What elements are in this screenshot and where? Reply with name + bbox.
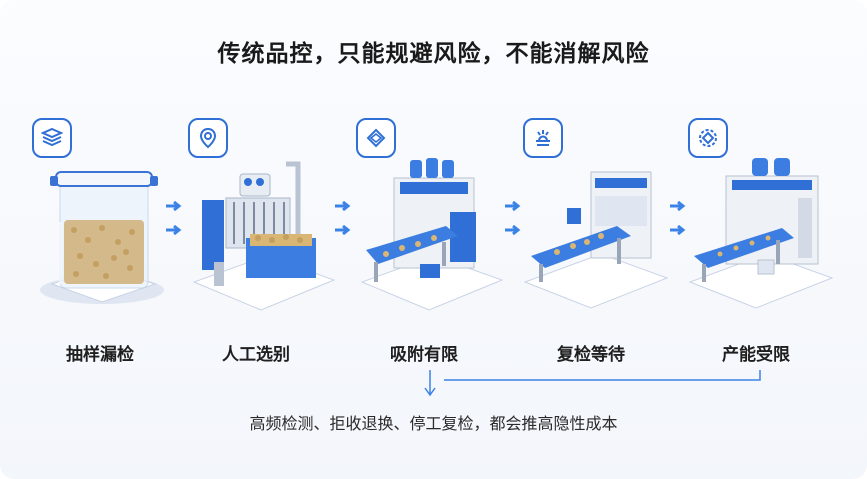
adsorption-machine-illustration <box>360 158 504 311</box>
flow-arrows <box>333 200 353 240</box>
step-manual-sorting: 人工选别 <box>186 112 336 372</box>
location-pin-icon <box>188 118 228 158</box>
inspect-tray-icon <box>523 118 563 158</box>
step-recheck-wait: 复检等待 <box>521 112 669 372</box>
grain-container-illustration <box>40 171 164 304</box>
sorting-machine-illustration <box>192 161 336 311</box>
layers-diamond-icon <box>356 118 396 158</box>
recheck-conveyor-illustration <box>523 171 669 309</box>
gear-diamond-icon <box>688 118 728 158</box>
step-label: 产能受限 <box>722 345 790 365</box>
step-label: 吸附有限 <box>390 345 458 365</box>
stack-icon <box>32 118 72 158</box>
step-capacity-limited: 产能受限 <box>686 112 834 372</box>
page-title: 传统品控，只能规避风险，不能消解风险 <box>217 41 650 67</box>
step-sampling: 抽样漏检 <box>30 112 170 372</box>
step-label: 抽样漏检 <box>66 345 134 365</box>
flow-arrows <box>164 200 184 240</box>
production-line-illustration <box>688 158 834 309</box>
step-adsorption: 吸附有限 <box>354 112 504 372</box>
step-label: 复检等待 <box>557 345 625 365</box>
flow-arrows <box>503 200 523 240</box>
flow-arrows <box>668 200 688 240</box>
step-label: 人工选别 <box>222 345 290 365</box>
summary-note: 高频检测、拒收退换、停工复检，都会推高隐性成本 <box>249 414 618 433</box>
